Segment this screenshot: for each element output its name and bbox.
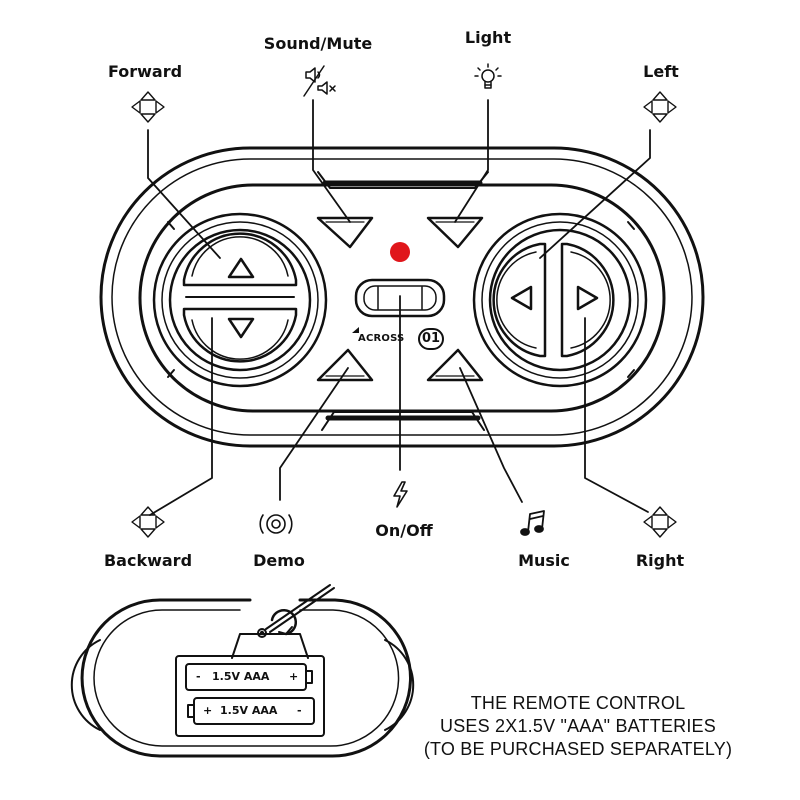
battery-note-line1: THE REMOTE CONTROL	[470, 693, 686, 713]
forward-label: Forward	[107, 62, 183, 81]
speaker-mute-icon	[303, 65, 336, 97]
right-dpad-icon	[643, 506, 677, 538]
brand-label: ACROSS	[358, 333, 405, 344]
left-label: Left	[643, 62, 679, 81]
right-button[interactable]	[560, 242, 615, 358]
light-label: Light	[464, 28, 512, 47]
battery-top-label: 1.5V AAA	[212, 670, 270, 683]
battery-bottom-label: 1.5V AAA	[220, 704, 278, 717]
model-badge: 01	[418, 328, 444, 350]
battery-compartment	[175, 655, 325, 737]
backward-dpad-icon	[131, 506, 165, 538]
battery-note-line3: (TO BE PURCHASED SEPARATELY)	[423, 739, 733, 759]
music-label: Music	[518, 551, 570, 570]
battery-note-line2: USES 2X1.5V "AAA" BATTERIES	[440, 716, 716, 736]
backward-label: Backward	[103, 551, 193, 570]
brand-mark	[352, 327, 359, 333]
slit-marks	[167, 221, 635, 378]
battery-top-minus: -	[196, 670, 201, 683]
bottom-slot	[321, 411, 485, 431]
battery-bottom-plus: +	[203, 704, 213, 717]
left-dpad-icon	[643, 91, 677, 123]
lightning-icon	[393, 481, 408, 508]
right-stick	[472, 212, 648, 388]
left-button[interactable]	[492, 242, 547, 358]
battery-top-plus: +	[289, 670, 299, 683]
forward-dpad-icon	[131, 91, 165, 123]
demo-button[interactable]	[316, 348, 374, 382]
sound-mute-button[interactable]	[316, 216, 374, 249]
screwdriver-icon[interactable]	[265, 584, 335, 636]
music-note-icon	[520, 510, 545, 536]
battery-cover	[70, 598, 415, 758]
forward-button[interactable]	[182, 232, 298, 287]
sound-mute-label: Sound/Mute	[263, 34, 373, 53]
right-label: Right	[635, 551, 685, 570]
indicator-led	[390, 242, 410, 262]
leader-lines	[147, 99, 651, 516]
demo-disc-icon	[259, 514, 293, 534]
battery-note: THE REMOTE CONTROL USES 2X1.5V "AAA" BAT…	[418, 692, 738, 761]
bulb-icon	[474, 63, 502, 89]
demo-label: Demo	[253, 551, 305, 570]
music-button[interactable]	[426, 348, 484, 382]
screw-tab	[231, 628, 309, 659]
left-stick	[152, 212, 328, 388]
backward-button[interactable]	[182, 307, 298, 363]
on-off-label: On/Off	[375, 521, 433, 540]
battery-bottom-minus: -	[297, 704, 302, 717]
